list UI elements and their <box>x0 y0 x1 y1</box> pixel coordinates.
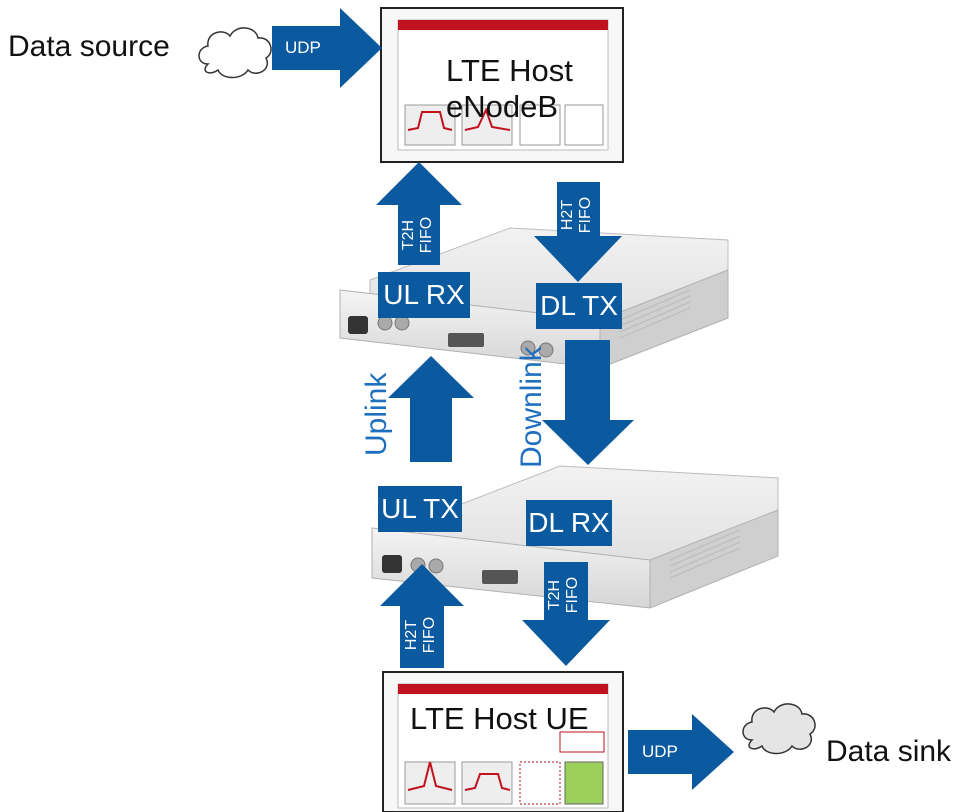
dl-rx-block: DL RX <box>526 500 612 546</box>
udp-out-label: UDP <box>642 742 678 761</box>
dl-tx-block: DL TX <box>536 283 622 329</box>
data-source-label: Data source <box>8 30 170 63</box>
ue-screen <box>382 671 624 812</box>
uplink-label: Uplink <box>360 372 393 456</box>
bottom-t2h-fifo-label: T2H FIFO <box>546 575 584 615</box>
udp-in-label: UDP <box>285 38 321 57</box>
udp-arrows <box>272 8 734 790</box>
fifo-arrows <box>376 162 634 668</box>
bottom-h2t-fifo-label: H2T FIFO <box>403 615 441 655</box>
bottom-fifo-line: FIFO <box>421 616 438 654</box>
bottom-fifo-line-2: FIFO <box>564 576 581 614</box>
bottom-t2h-line: T2H <box>546 579 563 611</box>
top-fifo-line-2: FIFO <box>577 196 594 234</box>
sink-cloud-icon <box>742 703 816 755</box>
top-t2h-line: T2H <box>400 219 417 251</box>
downlink-label: Downlink <box>515 346 548 468</box>
ue-title: LTE Host UE <box>410 701 589 736</box>
enodeb-title-line2: eNodeB <box>446 89 559 124</box>
ul-rx-block: UL RX <box>378 272 470 318</box>
ul-tx-block: UL TX <box>378 486 462 532</box>
enodeb-title-line1: LTE Host <box>446 53 573 88</box>
data-sink-label: Data sink <box>826 735 952 768</box>
top-t2h-fifo-label: T2H FIFO <box>400 215 438 255</box>
top-h2t-fifo-label: H2T FIFO <box>559 195 597 235</box>
enodeb-screen <box>380 7 624 163</box>
source-cloud-icon <box>198 27 272 79</box>
top-fifo-line: FIFO <box>418 216 435 254</box>
bottom-h2t-line: H2T <box>403 619 420 651</box>
top-h2t-line: H2T <box>559 199 576 231</box>
